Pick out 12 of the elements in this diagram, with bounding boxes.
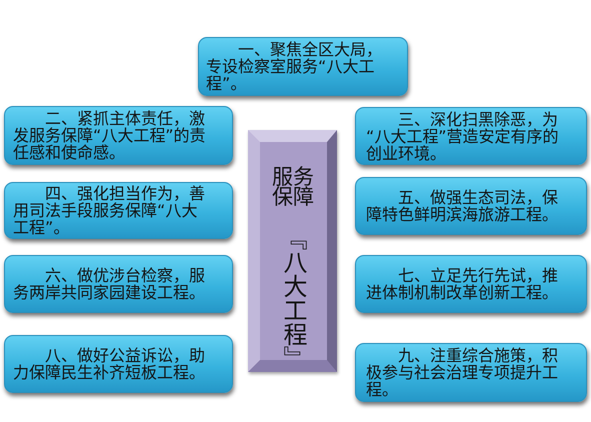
rounded-box: 二、紧抓主体责任，激发服务保障“八大工程”的责任感和使命感。 — [4, 106, 233, 165]
rounded-box: 五、做强生态司法，保障特色鲜明滨海旅游工程。 — [355, 177, 587, 235]
rounded-box: 七、立足先行先试，推进体制机制改革创新工程。 — [355, 255, 587, 313]
rounded-box: 六、做优涉台检察，服务两岸共同家园建设工程。 — [4, 255, 233, 313]
rounded-box: 八、做好公益诉讼，助力保障民生补齐短板工程。 — [4, 335, 233, 393]
rounded-box: 三、深化扫黑除恶，为“八大工程”营造安定有序的创业环境。 — [355, 107, 587, 165]
rounded-box: 一、聚焦全区大局，专设检察室服务“八大工程”。 — [198, 37, 408, 96]
heading-text: 服务保障 — [272, 167, 315, 207]
rounded-box: 九、注重综合施策，积极参与社会治理专项提升工程。 — [355, 343, 587, 402]
rounded-box: 四、强化担当作为，善用司法手段服务保障“八大工程”。 — [4, 182, 233, 239]
vertical-title: 『八大工程』 — [280, 226, 306, 370]
bevel-panel — [248, 130, 337, 372]
